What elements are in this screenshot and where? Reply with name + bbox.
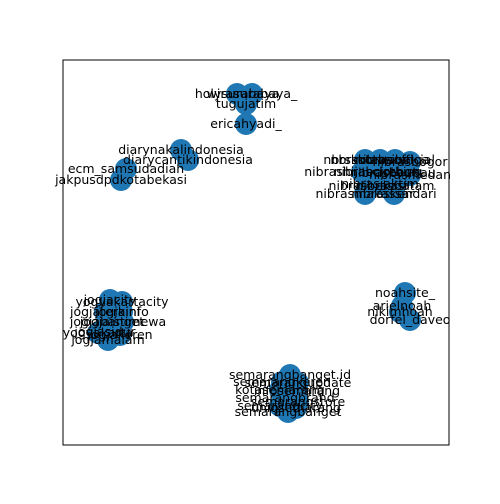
graph-node [235,113,257,135]
node-label: nibrasbaubau [350,165,436,180]
node-label: ericahyadi_ [210,116,282,131]
node-label: nibrashijabcirebon [304,164,420,179]
graph-node [87,322,109,344]
node-label: nibrasbogor [373,154,449,169]
node-label: semarangbanget [235,404,342,419]
node-label: nibrasmedan [369,167,451,182]
node-label: yogyakartacity [75,294,169,309]
node-label: nibraskendari [351,186,436,201]
node-label: jakpusdpdkotabekasi [54,172,187,187]
node-label: noahsite_ [375,285,436,300]
node-label: nibrasbatam [356,178,435,193]
node-label: nibrasmakassar [316,186,416,201]
node-label: arielnoah [373,298,432,313]
node-label: nibrasjaktim [341,176,419,191]
node-label: jogjasidur [73,324,136,339]
graph-node [399,309,421,331]
node-label: diarycantikindonesia [123,152,253,167]
node-label: jogjainfo [94,304,149,319]
node-label: jogjacity [83,292,137,307]
node-label: semarangbanget.id [229,367,351,382]
graph-node [277,401,299,423]
node-label: semarangkeren [233,374,331,389]
graph-node [177,149,199,171]
node-label: diarynakalindonesia [118,142,244,157]
node-label: dorfel_daveo [370,312,451,327]
node-label: semarangbrand [235,390,334,405]
node-label: yogyakarta [63,325,133,340]
node-label: nibrasofficial [355,152,435,167]
node-label: semarangstore [251,394,346,409]
node-label: uniqsemarang [251,400,341,415]
node-label: semarangcity [237,398,323,413]
node-label: nibrasclothing [334,164,423,179]
graph-node [383,183,405,205]
node-label: nibrasbekasi [329,178,408,193]
graph-node [354,183,376,205]
node-label: nikimhoah [367,304,432,319]
node-label: nbrskotasibolga [330,152,429,167]
node-label: semarangupdate [245,375,352,390]
node-label: jogjabanget [69,314,144,329]
node-label: jogjaistimewa [79,314,166,329]
node-label: nbrskotabaru [323,152,406,167]
node-label: ecm_samsudadiah [68,161,184,176]
node-label: wirasurabaya_ [207,86,298,101]
node-label: holysurabaya [195,86,279,101]
node-label: jogjakeren [86,327,152,342]
node-label: jogjamalam [70,332,144,347]
node-label: jogjaterkini [69,304,140,319]
nodes-layer [87,83,421,423]
node-label: tugujatim [216,96,276,111]
graph-node [115,158,137,180]
node-label: infosemarang [254,383,340,398]
node-label: kotasemarang [235,382,325,397]
graph-node [235,93,257,115]
